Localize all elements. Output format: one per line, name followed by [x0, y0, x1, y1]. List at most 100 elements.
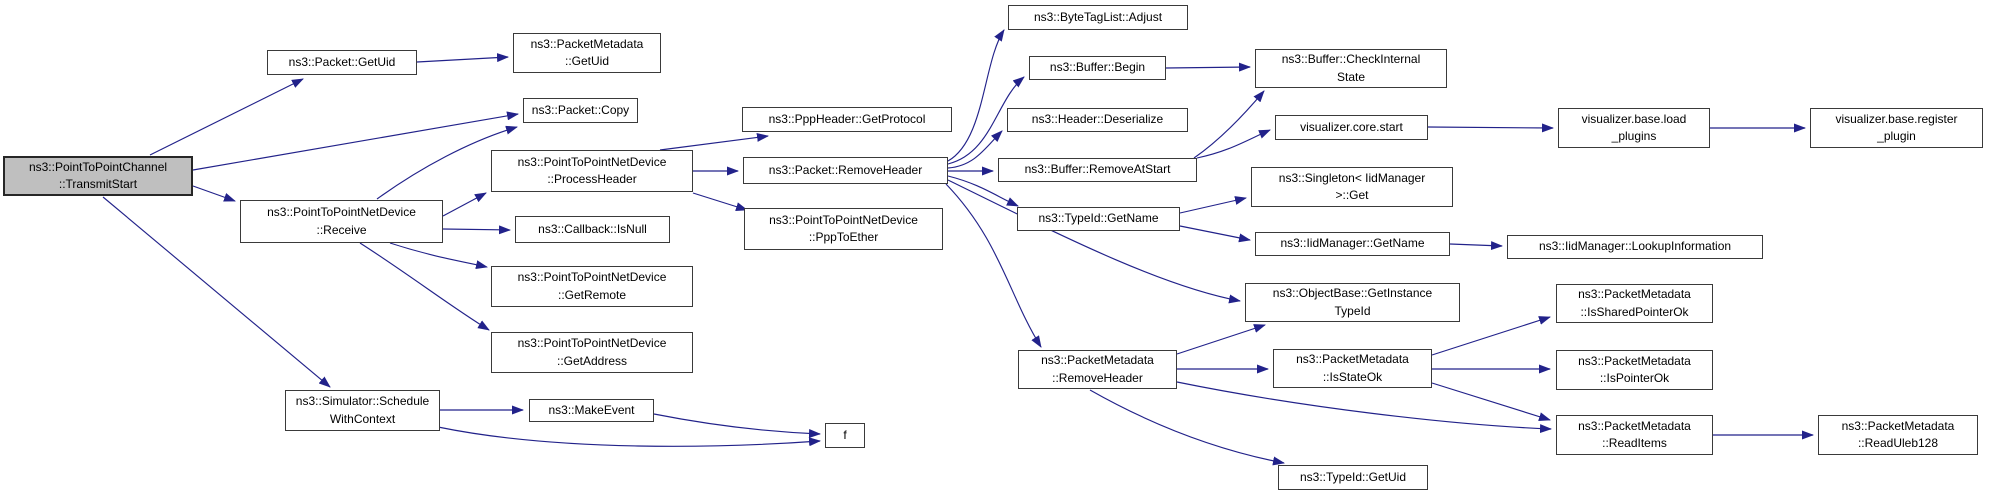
node-transmit_start: ns3::PointToPointChannel::TransmitStart — [3, 156, 193, 196]
node-label-line: ns3::PacketMetadata — [1578, 353, 1691, 368]
node-packetmetadata_getuid[interactable]: ns3::PacketMetadata::GetUid — [513, 33, 661, 73]
node-typeid_getuid[interactable]: ns3::TypeId::GetUid — [1278, 465, 1428, 490]
node-get_remote[interactable]: ns3::PointToPointNetDevice::GetRemote — [491, 266, 693, 307]
node-label-line: ::IsSharedPointerOk — [1580, 304, 1689, 319]
node-label-line: ::GetAddress — [556, 353, 628, 368]
node-label-line: ::ProcessHeader — [547, 172, 637, 186]
node-label-line: ::GetRemote — [557, 287, 627, 302]
node-label-line: ns3::PointToPointNetDevice — [267, 205, 416, 220]
edge-buffer_begin-to-buffer_check_internal — [1165, 62, 1251, 72]
node-singleton_get[interactable]: ns3::Singleton< IidManager>::Get — [1251, 167, 1453, 207]
node-label-line: ::RemoveHeader — [1052, 370, 1143, 385]
node-label-line: visualizer.core.start — [1300, 119, 1403, 134]
edge-process_header-to-ppp_to_ether — [692, 192, 748, 211]
node-label-line: ns3::Singleton< IidManager — [1278, 170, 1426, 185]
node-label-line: TypeId — [1334, 303, 1371, 318]
node-vis_base_load_plugins[interactable]: visualizer.base.load _plugins — [1558, 108, 1710, 148]
node-label-line: ::PppToEther — [808, 230, 879, 244]
edge-packet_remove_header-to-header_deserialize — [947, 130, 1003, 169]
node-callback_isnull[interactable]: ns3::Callback::IsNull — [515, 216, 670, 243]
node-get_address[interactable]: ns3::PointToPointNetDevice::GetAddress — [491, 332, 693, 373]
node-make_event[interactable]: ns3::MakeEvent — [529, 399, 654, 422]
edge-buffer_remove_at_start-to-visualizer_core_start — [1196, 129, 1271, 159]
node-ppp_to_ether[interactable]: ns3::PointToPointNetDevice::PppToEther — [744, 208, 943, 250]
edge-packet_remove_header-to-get_instance_typeid — [947, 179, 1241, 304]
edge-receive-to-callback_isnull — [442, 225, 511, 235]
node-label-line: _plugins — [1611, 129, 1657, 143]
node-label-line: ns3::Buffer::CheckInternal — [1281, 52, 1421, 67]
edge-typeid_getname-to-singleton_get — [1179, 196, 1247, 214]
node-pm_is_shared_pointer_ok[interactable]: ns3::PacketMetadata::IsSharedPointerOk — [1556, 284, 1713, 323]
node-label-line: ns3::ObjectBase::GetInstance — [1272, 286, 1433, 301]
node-packet_getuid[interactable]: ns3::Packet::GetUid — [267, 50, 417, 75]
edge-pm_remove_header-to-get_instance_typeid — [1176, 324, 1266, 355]
node-label-line: ns3::Packet::RemoveHeader — [768, 162, 923, 177]
node-label-line: visualizer.base.load — [1581, 111, 1687, 126]
node-iidmanager_getname[interactable]: ns3::IidManager::GetName — [1255, 232, 1450, 256]
node-label-line: ::IsStateOk — [1322, 369, 1383, 384]
node-label-line: ::IsPointerOk — [1599, 371, 1670, 385]
node-label-line: ns3::PppHeader::GetProtocol — [768, 111, 926, 126]
node-label-line: ns3::MakeEvent — [548, 402, 635, 417]
node-pm_read_uleb128[interactable]: ns3::PacketMetadata::ReadUleb128 — [1818, 415, 1978, 455]
edge-iidmanager_getname-to-lookup_information — [1449, 241, 1503, 251]
node-vis_base_register_plugin[interactable]: visualizer.base.register _plugin — [1810, 108, 1983, 148]
node-f_node[interactable]: f — [825, 423, 865, 448]
node-label-line: ns3::TypeId::GetName — [1038, 211, 1159, 226]
node-packet_copy[interactable]: ns3::Packet::Copy — [523, 98, 638, 123]
node-label-line: ns3::TypeId::GetUid — [1299, 469, 1407, 484]
edge-transmit_start-to-receive — [192, 185, 236, 202]
node-label-line: ns3::PacketMetadata — [530, 36, 644, 51]
node-label-line: ns3::PointToPointNetDevice — [769, 212, 918, 227]
edge-make_event-to-f_node — [653, 413, 821, 439]
node-label-line: ns3::ByteTagList::Adjust — [1033, 9, 1163, 24]
node-label-line: ns3::PacketMetadata — [1841, 418, 1955, 433]
node-label-line: ns3::PointToPointChannel — [28, 159, 168, 174]
edge-visualizer_core_start-to-vis_base_load_plugins — [1427, 123, 1554, 133]
node-label-line: ns3::Header::Deserialize — [1031, 112, 1164, 127]
node-label-line: ::Receive — [316, 222, 367, 237]
node-label-line: ns3::PointToPointNetDevice — [517, 270, 667, 285]
edge-process_header-to-ppp_get_protocol — [659, 132, 769, 151]
node-label-line: ns3::PacketMetadata — [1041, 353, 1154, 368]
node-ppp_get_protocol[interactable]: ns3::PppHeader::GetProtocol — [742, 107, 952, 132]
edge-packet_getuid-to-packetmetadata_getuid — [416, 53, 509, 63]
node-label-line: ns3::Buffer::RemoveAtStart — [1024, 162, 1171, 177]
node-label-line: ns3::IidManager::LookupInformation — [1538, 239, 1732, 254]
node-label-line: visualizer.base.register — [1835, 111, 1958, 126]
edge-receive-to-process_header — [442, 192, 487, 217]
node-label-line: State — [1336, 69, 1366, 84]
node-pm_is_state_ok[interactable]: ns3::PacketMetadata::IsStateOk — [1273, 349, 1432, 388]
node-packet_remove_header[interactable]: ns3::Packet::RemoveHeader — [743, 157, 948, 184]
edge-pm_remove_header-to-typeid_getuid — [1089, 389, 1285, 466]
node-process_header[interactable]: ns3::PointToPointNetDevice::ProcessHeade… — [491, 150, 693, 192]
node-bytetaglist_adjust[interactable]: ns3::ByteTagList::Adjust — [1008, 5, 1188, 30]
node-label-line: ns3::Callback::IsNull — [538, 221, 647, 236]
node-buffer_remove_at_start[interactable]: ns3::Buffer::RemoveAtStart — [998, 158, 1197, 182]
edge-buffer_remove_at_start-to-buffer_check_internal — [1193, 90, 1265, 159]
edge-receive-to-get_remote — [389, 242, 488, 270]
node-label-line: ns3::PacketMetadata — [1578, 287, 1691, 302]
node-visualizer_core_start[interactable]: visualizer.core.start — [1275, 115, 1428, 140]
node-lookup_information[interactable]: ns3::IidManager::LookupInformation — [1507, 235, 1763, 259]
node-pm_remove_header[interactable]: ns3::PacketMetadata::RemoveHeader — [1018, 350, 1177, 389]
node-receive[interactable]: ns3::PointToPointNetDevice::Receive — [240, 200, 443, 243]
node-label-line: ns3::PointToPointNetDevice — [517, 336, 667, 351]
node-buffer_begin[interactable]: ns3::Buffer::Begin — [1029, 56, 1166, 80]
node-typeid_getname[interactable]: ns3::TypeId::GetName — [1017, 207, 1180, 231]
node-pm_is_pointer_ok[interactable]: ns3::PacketMetadata::IsPointerOk — [1556, 350, 1713, 390]
node-label-line: _plugin — [1877, 129, 1916, 143]
node-label-line: WithContext — [329, 411, 396, 426]
node-header_deserialize[interactable]: ns3::Header::Deserialize — [1007, 108, 1188, 132]
node-label-line: ::ReadUleb128 — [1857, 436, 1939, 450]
edge-transmit_start-to-packet_getuid — [149, 78, 304, 156]
edge-pm_remove_header-to-pm_read_items — [1176, 381, 1552, 434]
node-label-line: ns3::IidManager::GetName — [1280, 236, 1425, 251]
edge-pm_is_state_ok-to-pm_is_shared_pointer_ok — [1431, 316, 1551, 356]
node-pm_read_items[interactable]: ns3::PacketMetadata::ReadItems — [1556, 415, 1713, 455]
edge-packet_remove_header-to-bytetaglist_adjust — [947, 29, 1005, 162]
